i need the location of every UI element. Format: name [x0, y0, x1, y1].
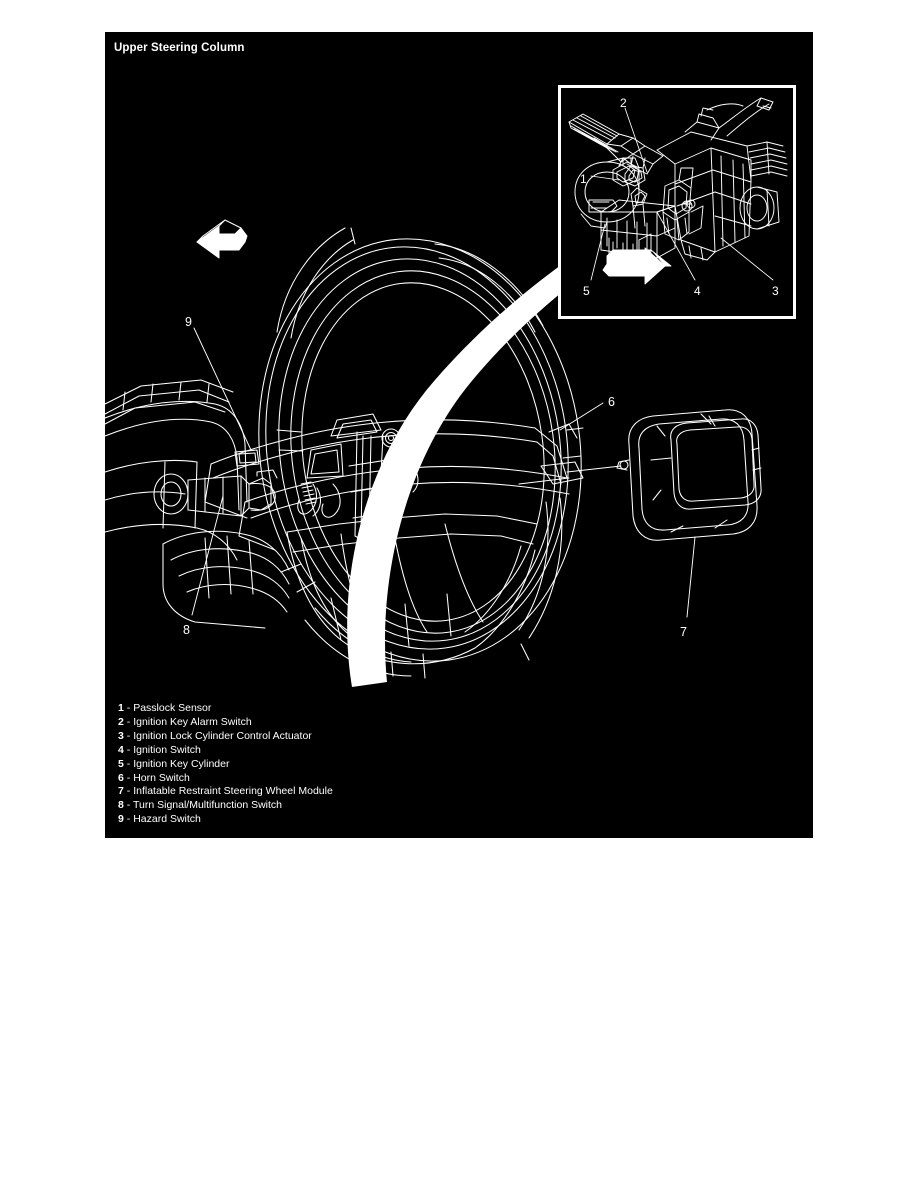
legend-item-label: Inflatable Restraint Steering Wheel Modu… [133, 785, 333, 798]
figure-panel: Upper Steering Column [105, 32, 813, 838]
legend-item-separator: - [123, 715, 134, 728]
legend-item-number: 2 [118, 715, 124, 728]
inset-callout-3: 3 [772, 284, 779, 298]
legend-item: 2 - Ignition Key Alarm Switch [118, 716, 538, 730]
page-title: Upper Steering Column [114, 42, 245, 54]
legend-item: 7 - Inflatable Restraint Steering Wheel … [118, 785, 538, 799]
legend: 1 - Passlock Sensor 2 - Ignition Key Ala… [118, 702, 538, 827]
legend-item: 6 - Horn Switch [118, 772, 538, 786]
inset-detail-box: 2 1 5 4 3 [558, 85, 796, 319]
legend-item-number: 8 [118, 799, 124, 812]
legend-item-separator: - [123, 813, 134, 826]
callout-6: 6 [608, 395, 615, 409]
callout-8: 8 [183, 623, 190, 637]
legend-item-separator: - [123, 757, 134, 770]
callout-7: 7 [680, 625, 687, 639]
ignition-lock-detail-illustration [568, 97, 788, 285]
legend-item-label: Ignition Switch [133, 743, 201, 756]
legend-item-separator: - [123, 702, 134, 714]
callout-9: 9 [185, 315, 192, 329]
legend-item-label: Passlock Sensor [133, 702, 212, 714]
legend-item-separator: - [123, 771, 134, 784]
inset-callout-5: 5 [583, 284, 590, 298]
legend-item: 4 - Ignition Switch [118, 744, 538, 758]
legend-item: 1 - Passlock Sensor [118, 702, 538, 716]
legend-item-number: 5 [118, 757, 124, 770]
legend-item-separator: - [123, 799, 133, 812]
legend-item-number: 9 [118, 813, 124, 826]
legend-item: 9 - Hazard Switch [118, 813, 538, 827]
legend-item-separator: - [123, 785, 134, 798]
legend-item-separator: - [123, 729, 134, 742]
legend-item-label: Turn Signal/Multifunction Switch [133, 799, 283, 812]
legend-item-label: Ignition Lock Cylinder Control Actuator [133, 729, 312, 742]
legend-item-number: 7 [118, 785, 124, 798]
inset-callout-2: 2 [620, 96, 627, 110]
legend-item: 8 - Turn Signal/Multifunction Switch [118, 799, 538, 813]
legend-item-label: Ignition Key Alarm Switch [133, 715, 252, 728]
legend-item-number: 3 [118, 729, 124, 742]
inset-callout-4: 4 [694, 284, 701, 298]
legend-item-number: 6 [118, 771, 124, 784]
legend-item-number: 4 [118, 743, 124, 756]
legend-item-number: 1 [118, 702, 124, 714]
legend-item-separator: - [123, 743, 134, 756]
legend-item: 5 - Ignition Key Cylinder [118, 758, 538, 772]
legend-item: 3 - Ignition Lock Cylinder Control Actua… [118, 730, 538, 744]
legend-item-label: Ignition Key Cylinder [133, 757, 230, 770]
legend-item-label: Hazard Switch [133, 813, 201, 826]
legend-item-label: Horn Switch [133, 771, 190, 784]
inset-callout-1: 1 [580, 172, 587, 186]
